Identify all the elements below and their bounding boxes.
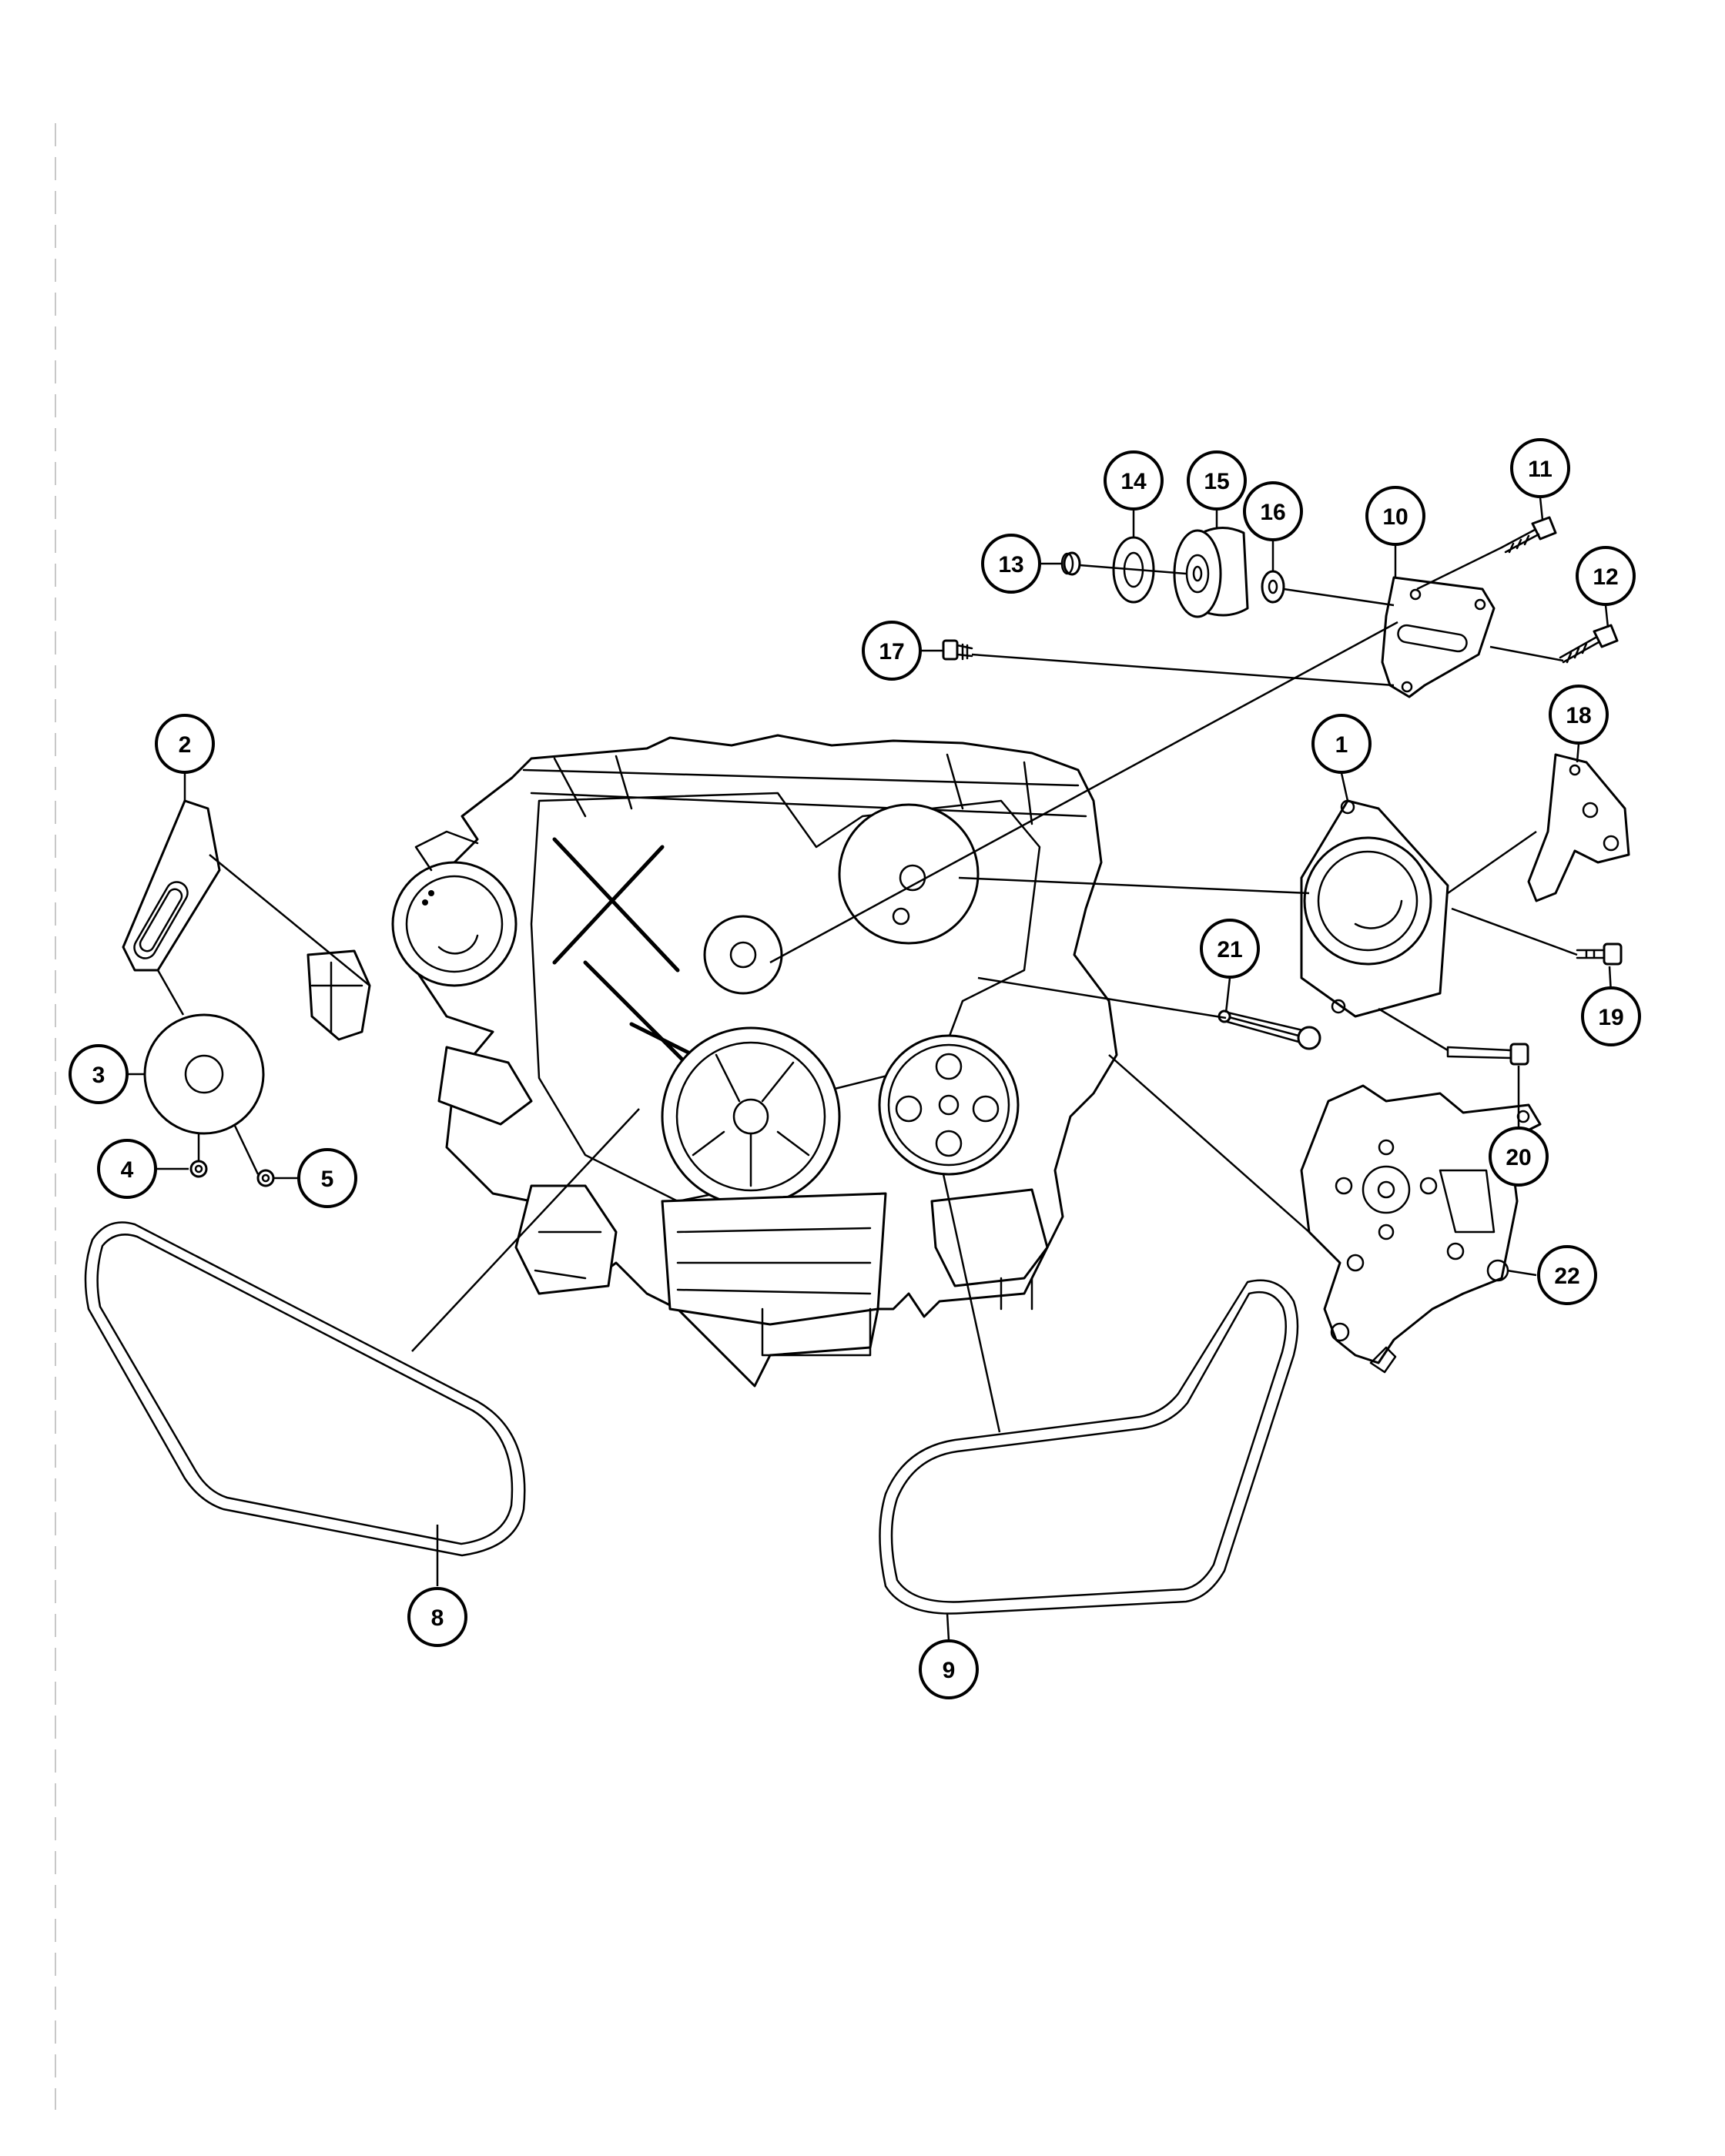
callout-label: 17 — [879, 639, 904, 665]
part-17-bolt — [942, 639, 973, 661]
callout-label: 19 — [1598, 1005, 1623, 1030]
callout-22: 22 — [1537, 1245, 1597, 1305]
callout-13: 13 — [981, 534, 1041, 594]
part-20-bolt — [1446, 1043, 1529, 1066]
part-1-idler-bracket — [1300, 799, 1449, 1018]
callout-14: 14 — [1104, 450, 1164, 511]
part-19-bolt — [1576, 942, 1623, 966]
part-15-idler-pulley — [1173, 527, 1249, 618]
part-2-tensioner-bracket — [122, 799, 221, 972]
callout-2: 2 — [155, 714, 215, 774]
part-3-pulley — [143, 1013, 265, 1135]
part-18-bracket — [1527, 753, 1630, 902]
callout-label: 5 — [321, 1167, 334, 1192]
part-4-washer — [189, 1160, 208, 1178]
callout-15: 15 — [1187, 450, 1247, 511]
callout-4: 4 — [97, 1139, 157, 1199]
part-9-drive-belt — [879, 1279, 1299, 1615]
callout-circle — [1576, 546, 1636, 606]
callout-label: 22 — [1554, 1264, 1579, 1289]
callout-circle — [1537, 1245, 1597, 1305]
callout-label: 10 — [1382, 504, 1408, 530]
callout-circle — [1581, 986, 1641, 1046]
callout-19: 19 — [1581, 986, 1641, 1046]
callout-label: 2 — [179, 732, 192, 758]
callout-18: 18 — [1549, 685, 1609, 745]
callout-label: 20 — [1506, 1145, 1531, 1170]
callout-circle — [97, 1139, 157, 1199]
callout-circle — [981, 534, 1041, 594]
engine-assembly — [306, 734, 1118, 1388]
callout-circle — [1365, 486, 1425, 546]
callout-circle — [862, 621, 922, 681]
leader-lines — [122, 497, 1613, 1641]
callout-circle — [1187, 450, 1247, 511]
callout-circle — [69, 1044, 129, 1104]
callout-label: 21 — [1217, 937, 1242, 962]
callout-circle — [1104, 450, 1164, 511]
callout-label: 11 — [1528, 457, 1552, 482]
callout-circle — [407, 1587, 467, 1647]
callout-1: 1 — [1311, 714, 1372, 774]
part-8-drive-belt — [84, 1221, 526, 1557]
part-10-mounting-plate — [1381, 576, 1496, 698]
callout-label: 15 — [1204, 469, 1229, 494]
callout-3: 3 — [69, 1044, 129, 1104]
part-11-bolt — [1500, 516, 1557, 554]
callout-circle — [297, 1148, 357, 1208]
callout-circle — [1549, 685, 1609, 745]
callout-label: 18 — [1566, 703, 1591, 728]
callout-label: 16 — [1260, 500, 1285, 525]
part-12-bolt — [1559, 624, 1619, 664]
callout-16: 16 — [1243, 481, 1303, 541]
callout-21: 21 — [1200, 919, 1260, 979]
callout-9: 9 — [919, 1639, 979, 1699]
callout-circle — [1510, 438, 1570, 498]
callout-circle — [1489, 1127, 1549, 1187]
callout-12: 12 — [1576, 546, 1636, 606]
callout-20: 20 — [1489, 1127, 1549, 1187]
callout-label: 12 — [1593, 564, 1618, 590]
part-22-bracket-casting — [1300, 1084, 1542, 1374]
part-13-bushing — [1060, 551, 1081, 576]
callout-5: 5 — [297, 1148, 357, 1208]
callout-17: 17 — [862, 621, 922, 681]
callout-label: 13 — [998, 552, 1023, 578]
callout-circle — [919, 1639, 979, 1699]
callout-circle — [155, 714, 215, 774]
callout-label: 8 — [431, 1605, 444, 1631]
callout-10: 10 — [1365, 486, 1425, 546]
callout-label: 1 — [1335, 732, 1348, 758]
part-21-rod — [1218, 1009, 1321, 1050]
callout-label: 14 — [1120, 469, 1147, 494]
callout-circle — [1243, 481, 1303, 541]
callout-label: 3 — [92, 1063, 106, 1088]
part-5-nut — [256, 1169, 275, 1187]
callout-circle — [1200, 919, 1260, 979]
part-16-washer — [1261, 570, 1285, 604]
callout-11: 11 — [1510, 438, 1570, 498]
callout-label: 9 — [943, 1658, 956, 1683]
callout-8: 8 — [407, 1587, 467, 1647]
callout-circle — [1311, 714, 1372, 774]
callout-label: 4 — [121, 1157, 134, 1183]
